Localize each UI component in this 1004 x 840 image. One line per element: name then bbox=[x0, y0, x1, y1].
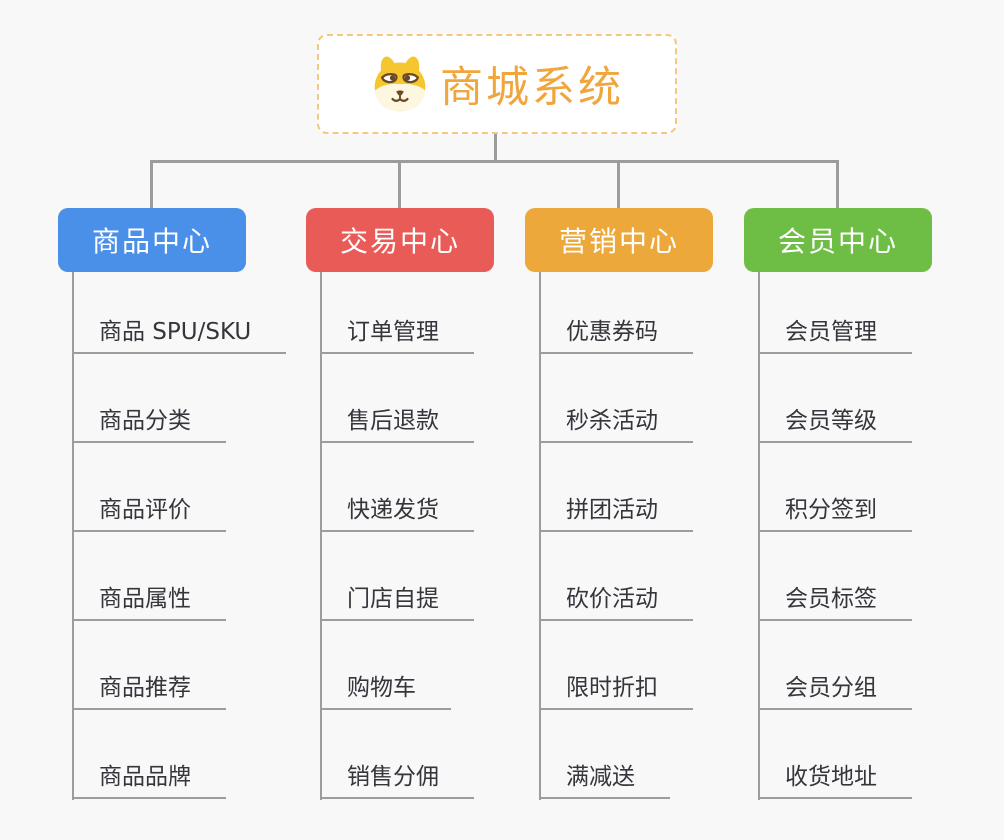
connector-root-stem bbox=[494, 134, 497, 161]
sub-item-group-buy[interactable]: 拼团活动 bbox=[539, 495, 693, 532]
root-node-mall-system[interactable]: 商城系统 bbox=[317, 34, 677, 134]
sub-item-member-level[interactable]: 会员等级 bbox=[758, 406, 912, 443]
connector-drop-trade bbox=[398, 160, 401, 208]
connector-drop-product bbox=[150, 160, 153, 208]
branch-connector-line bbox=[320, 272, 322, 800]
sub-item-coupon-code[interactable]: 优惠券码 bbox=[539, 317, 693, 354]
sub-item-member-tags[interactable]: 会员标签 bbox=[758, 584, 912, 621]
branch-connector-line bbox=[758, 272, 760, 800]
connector-horizontal-rail bbox=[150, 160, 839, 163]
branch-marketing-center: 营销中心 优惠券码 秒杀活动 拼团活动 砍价活动 限时折扣 满减送 bbox=[525, 208, 713, 800]
sub-item-express-shipping[interactable]: 快递发货 bbox=[320, 495, 474, 532]
sub-item-sales-commission[interactable]: 销售分佣 bbox=[320, 762, 474, 799]
sub-item-points-checkin[interactable]: 积分签到 bbox=[758, 495, 912, 532]
branch-header-trade-center[interactable]: 交易中心 bbox=[306, 208, 494, 272]
root-title: 商城系统 bbox=[440, 63, 624, 113]
sub-item-store-pickup[interactable]: 门店自提 bbox=[320, 584, 474, 621]
branch-header-member-center[interactable]: 会员中心 bbox=[744, 208, 932, 272]
branch-product-center: 商品中心 商品 SPU/SKU 商品分类 商品评价 商品属性 商品推荐 商品品牌 bbox=[58, 208, 287, 800]
sub-item-product-spu-sku[interactable]: 商品 SPU/SKU bbox=[72, 317, 287, 354]
sub-item-full-reduction[interactable]: 满减送 bbox=[539, 762, 670, 799]
sub-item-flash-sale[interactable]: 秒杀活动 bbox=[539, 406, 693, 443]
connector-drop-member bbox=[836, 160, 839, 208]
sub-item-product-brand[interactable]: 商品品牌 bbox=[72, 762, 226, 799]
branch-trade-center: 交易中心 订单管理 售后退款 快递发货 门店自提 购物车 销售分佣 bbox=[306, 208, 494, 800]
sub-item-order-management[interactable]: 订单管理 bbox=[320, 317, 474, 354]
sub-item-product-category[interactable]: 商品分类 bbox=[72, 406, 226, 443]
branch-header-product-center[interactable]: 商品中心 bbox=[58, 208, 246, 272]
sub-item-product-recommend[interactable]: 商品推荐 bbox=[72, 673, 226, 710]
dog-eyes bbox=[380, 72, 420, 84]
sub-item-limited-time-discount[interactable]: 限时折扣 bbox=[539, 673, 693, 710]
sub-item-shipping-address[interactable]: 收货地址 bbox=[758, 762, 912, 799]
branch-header-marketing-center[interactable]: 营销中心 bbox=[525, 208, 713, 272]
sub-item-bargain-activity[interactable]: 砍价活动 bbox=[539, 584, 693, 621]
sub-item-shopping-cart[interactable]: 购物车 bbox=[320, 673, 451, 710]
sub-item-product-review[interactable]: 商品评价 bbox=[72, 495, 226, 532]
connector-drop-marketing bbox=[617, 160, 620, 208]
branch-connector-line bbox=[72, 272, 74, 800]
shiba-dog-icon bbox=[374, 56, 426, 112]
sub-item-member-groups[interactable]: 会员分组 bbox=[758, 673, 912, 710]
sub-item-after-sale-refund[interactable]: 售后退款 bbox=[320, 406, 474, 443]
sub-item-product-attribute[interactable]: 商品属性 bbox=[72, 584, 226, 621]
branch-connector-line bbox=[539, 272, 541, 800]
sub-item-member-management[interactable]: 会员管理 bbox=[758, 317, 912, 354]
branch-member-center: 会员中心 会员管理 会员等级 积分签到 会员标签 会员分组 收货地址 bbox=[744, 208, 932, 800]
